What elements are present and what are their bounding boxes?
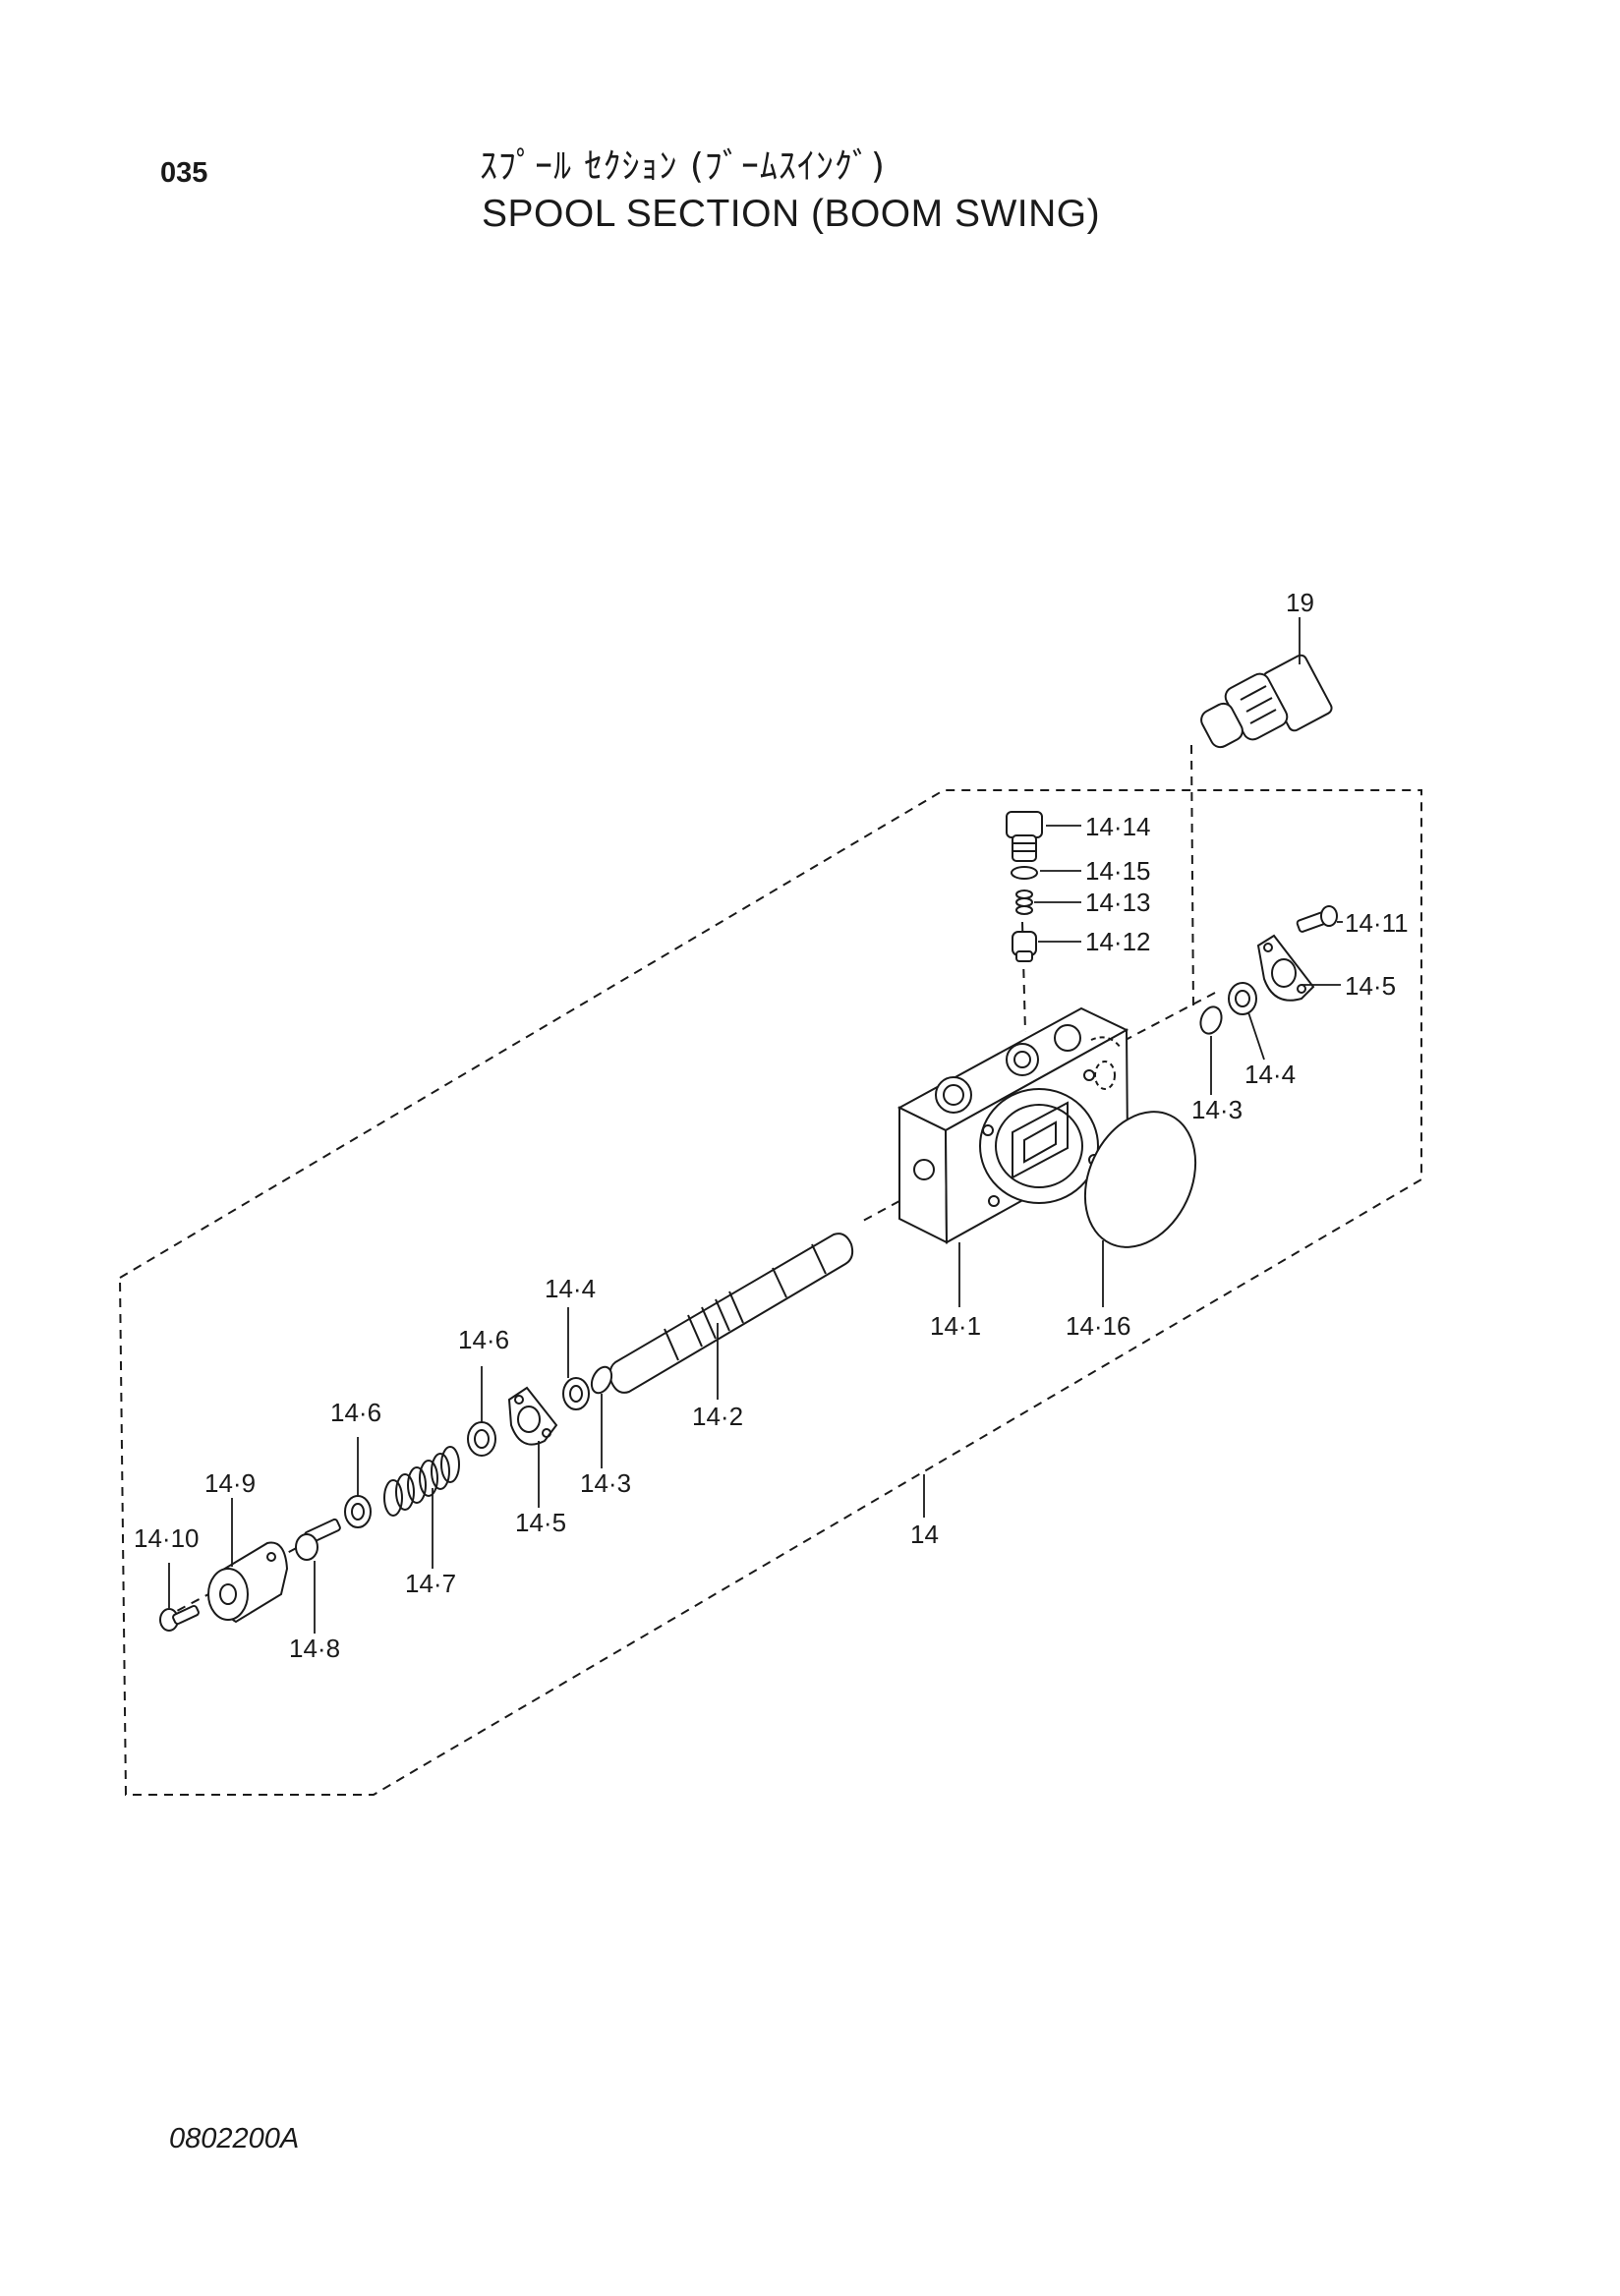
title-japanese: ｽﾌﾟｰﾙ ｾｸｼｮﾝ (ﾌﾞｰﾑｽｲﾝｸﾞ): [480, 146, 886, 187]
callout-14-11: 14·11: [1345, 908, 1409, 938]
callout-14-7: 14·7: [405, 1569, 456, 1598]
part-14-12-poppet: [1012, 931, 1037, 962]
page-number: 035: [160, 157, 208, 189]
part-14-13-spring: [1015, 890, 1033, 915]
callout-14-2: 14·2: [692, 1402, 743, 1431]
callout-14-5-right: 14·5: [1345, 971, 1396, 1001]
callout-14: 14: [910, 1520, 939, 1549]
document-code: 0802200A: [169, 2123, 300, 2154]
part-14-2-spool: [608, 1233, 854, 1394]
part-14-6-lower-seat: [344, 1495, 372, 1528]
callout-14-12: 14·12: [1085, 927, 1151, 956]
part-14-11-screw: [1296, 905, 1338, 933]
part-14-3-right-oring: [1199, 1005, 1223, 1035]
part-14-5-left-flange: [507, 1386, 558, 1446]
part-14-7-spring: [383, 1446, 460, 1517]
part-14-3-left-oring: [590, 1365, 613, 1395]
callout-14-6-lower: 14·6: [330, 1398, 381, 1427]
part-14-5-right-flange: [1256, 934, 1315, 1002]
callout-14-9: 14·9: [204, 1468, 256, 1498]
callout-14-10: 14·10: [134, 1523, 200, 1553]
part-14-14-plug: [1006, 811, 1043, 862]
part-14-16-gasket: [1083, 1111, 1197, 1248]
callout-14-3-right: 14·3: [1191, 1095, 1243, 1124]
callout-14-1: 14·1: [930, 1311, 981, 1341]
part-19-sensor: [1200, 654, 1333, 749]
callout-14-16: 14·16: [1066, 1311, 1131, 1341]
callout-14-8: 14·8: [289, 1634, 340, 1663]
callout-14-14: 14·14: [1085, 812, 1151, 841]
part-14-9-cap: [207, 1541, 289, 1624]
title-english: SPOOL SECTION (BOOM SWING): [482, 193, 1101, 235]
part-14-15-oring: [1011, 866, 1038, 880]
callout-14-13: 14·13: [1085, 888, 1151, 917]
callout-14-4-left: 14·4: [545, 1274, 596, 1303]
callout-14-15: 14·15: [1085, 856, 1151, 886]
callout-14-4-right: 14·4: [1244, 1060, 1296, 1089]
callout-labels: 19 14·14 14·15 14·13 14·12 14·11 14·5 14…: [134, 588, 1409, 1663]
part-14-10-screw: [159, 1604, 200, 1632]
part-14-6-upper-seat: [467, 1421, 496, 1457]
callout-14-6-upper: 14·6: [458, 1325, 509, 1354]
callout-19: 19: [1286, 588, 1314, 617]
part-14-1-valve-housing: [897, 1006, 1129, 1244]
callout-14-3-left: 14·3: [580, 1468, 631, 1498]
part-14-8-bolt: [295, 1518, 341, 1561]
callout-14-5-left: 14·5: [515, 1508, 566, 1537]
part-14-4-left-plug: [562, 1377, 590, 1410]
leader-lines: [168, 617, 1343, 1634]
part-14-4-right-plug: [1228, 982, 1257, 1015]
assembly-boundary-14: [119, 789, 1422, 1796]
